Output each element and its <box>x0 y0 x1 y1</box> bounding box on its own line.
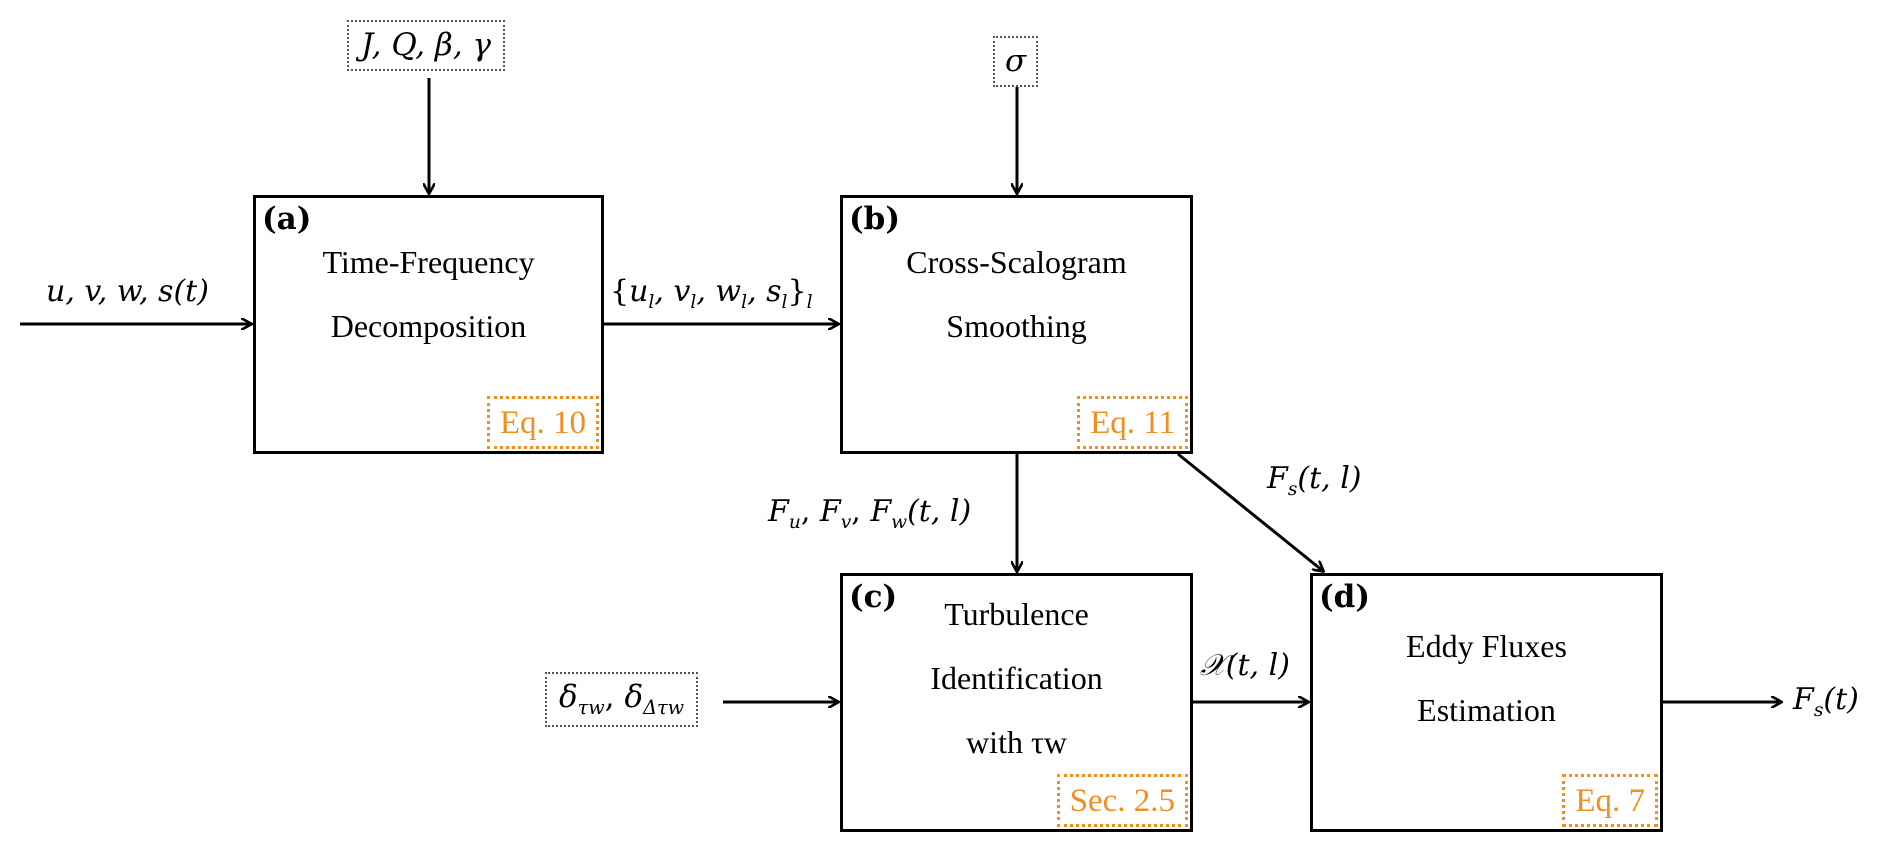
label-input-signals: u, v, w, s(t) <box>46 274 209 309</box>
param-box-b: σ <box>993 36 1039 87</box>
label-a-to-b: {ul, vl, wl, sl}l <box>610 274 813 313</box>
block-b-reference: Eq. 11 <box>1077 396 1188 449</box>
block-d-reference: Eq. 7 <box>1562 774 1658 827</box>
param-box-a: J, Q, β, γ <box>347 20 506 71</box>
block-c-title: Turbulence Identification with τw <box>930 596 1103 760</box>
block-c-id: (c) <box>849 579 898 615</box>
block-a-id: (a) <box>262 201 312 237</box>
label-output-flux: Fs(t) <box>1793 682 1859 721</box>
label-b-to-d: Fs(t, l) <box>1267 461 1362 500</box>
block-turbulence-identification: (c) Turbulence Identification with τw Se… <box>840 573 1193 832</box>
block-b-id: (b) <box>849 201 901 237</box>
label-c-to-d: 𝒳(t, l) <box>1200 648 1290 683</box>
arrow-b-to-d <box>1177 452 1323 571</box>
param-box-c: δτw, δΔτw <box>545 672 699 728</box>
block-a-title: Time-Frequency Decomposition <box>322 244 535 344</box>
block-time-frequency-decomposition: (a) Time-Frequency Decomposition Eq. 10 <box>253 195 604 454</box>
block-eddy-fluxes-estimation: (d) Eddy Fluxes Estimation Eq. 7 <box>1310 573 1663 832</box>
block-b-title: Cross-Scalogram Smoothing <box>906 244 1127 344</box>
label-b-to-c: Fu, Fv, Fw(t, l) <box>768 494 972 533</box>
block-d-id: (d) <box>1319 579 1371 615</box>
block-d-title: Eddy Fluxes Estimation <box>1406 628 1567 728</box>
block-a-reference: Eq. 10 <box>486 396 599 449</box>
block-cross-scalogram-smoothing: (b) Cross-Scalogram Smoothing Eq. 11 <box>840 195 1193 454</box>
block-c-reference: Sec. 2.5 <box>1056 774 1188 827</box>
